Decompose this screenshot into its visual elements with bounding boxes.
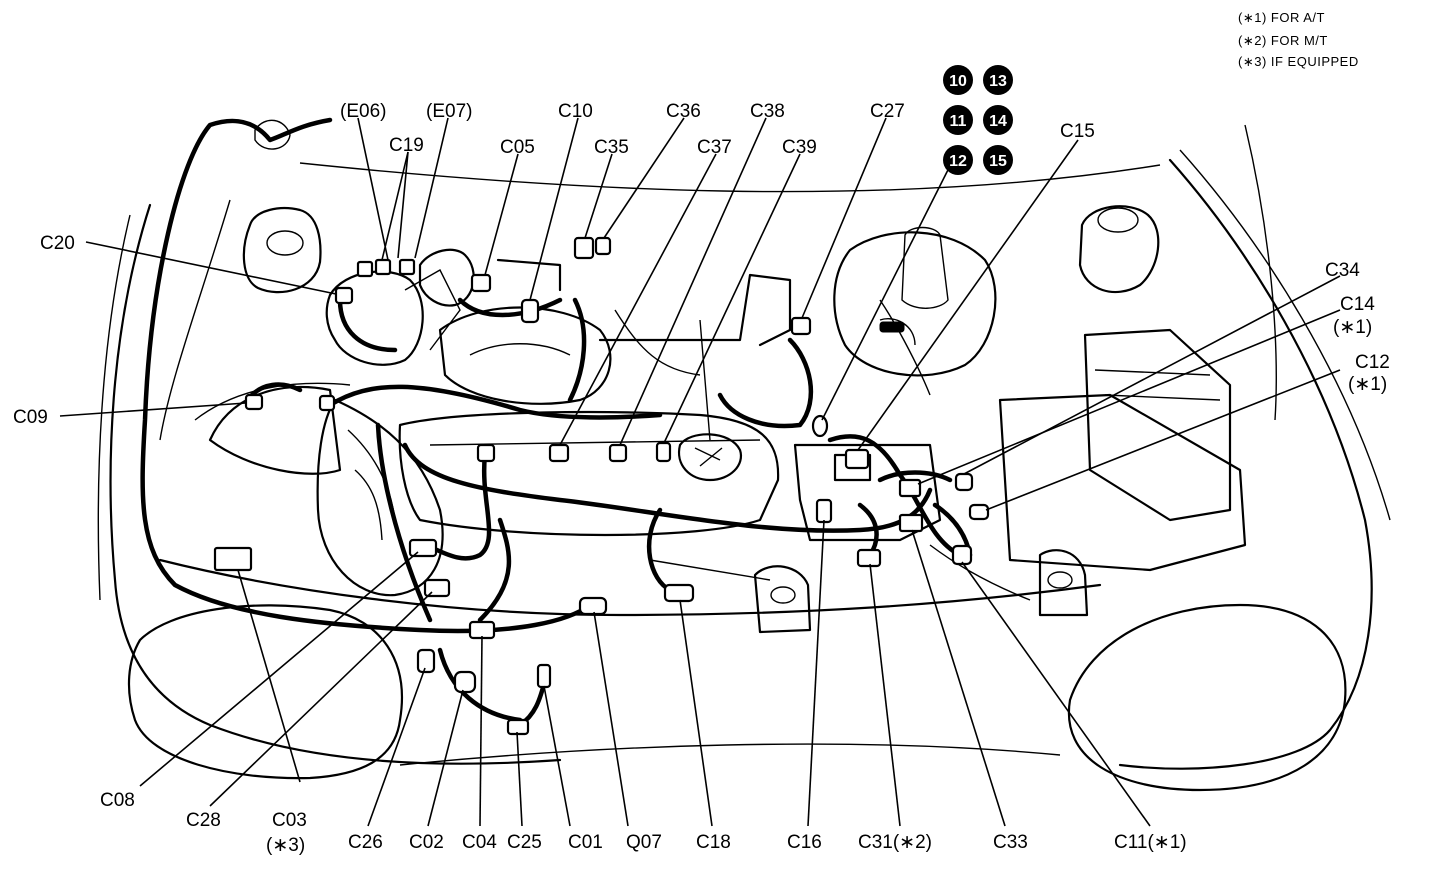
label-c01: C01 <box>568 832 603 853</box>
label-c38: C38 <box>750 101 785 122</box>
label-c04: C04 <box>462 832 497 853</box>
connector-c33 <box>898 513 924 533</box>
label-c12: C12 <box>1355 352 1390 373</box>
label-e07: (E07) <box>426 101 472 122</box>
label-c28: C28 <box>186 810 221 831</box>
label-c09: C09 <box>13 407 48 428</box>
connector-c08 <box>408 538 438 558</box>
label-c31: C31(∗2) <box>858 832 932 853</box>
connector-c36 <box>594 236 612 256</box>
connector-c14 <box>898 478 922 498</box>
note-if-equipped: (∗3) IF EQUIPPED <box>1238 54 1359 69</box>
connector-c20 <box>334 286 354 305</box>
connector-c19 <box>374 258 392 276</box>
connectors <box>213 236 990 736</box>
connector-c10b <box>476 443 496 463</box>
badge-group: 10 13 11 14 12 15 <box>943 65 1013 175</box>
badge-10-label: 10 <box>949 73 967 90</box>
wiring-harness <box>140 117 973 728</box>
label-c37: C37 <box>697 137 732 158</box>
label-c19: C19 <box>389 135 424 156</box>
connector-c15 <box>844 448 870 470</box>
badge-15-label: 15 <box>989 153 1007 170</box>
label-c11: C11(∗1) <box>1114 832 1187 853</box>
connector-c26 <box>416 648 436 674</box>
connector-c09 <box>244 393 264 411</box>
connector-c11 <box>951 544 973 566</box>
connector-c01 <box>536 663 552 689</box>
connector-c34 <box>954 472 974 492</box>
label-c12-note: (∗1) <box>1348 374 1387 395</box>
label-c10: C10 <box>558 101 593 122</box>
label-c34: C34 <box>1325 260 1360 281</box>
connector-c16 <box>815 498 833 524</box>
connector-c28 <box>423 578 451 598</box>
connector-q07 <box>578 596 608 616</box>
badge-11 <box>943 105 973 135</box>
connector-c10 <box>520 298 540 324</box>
badge-13-label: 13 <box>989 73 1007 90</box>
label-c05: C05 <box>500 137 535 158</box>
label-c14-note: (∗1) <box>1333 317 1372 338</box>
connector-c15b <box>879 321 905 333</box>
connector-c02 <box>453 670 477 694</box>
label-c16: C16 <box>787 832 822 853</box>
badge-14-label: 14 <box>989 113 1007 130</box>
label-c27: C27 <box>870 101 905 122</box>
label-c33: C33 <box>993 832 1028 853</box>
connector-c37 <box>548 443 570 463</box>
label-c36: C36 <box>666 101 701 122</box>
badge-13 <box>983 65 1013 95</box>
connector-c04 <box>468 620 496 640</box>
connector-e07 <box>398 258 416 276</box>
label-c20: C20 <box>40 233 75 254</box>
label-c08: C08 <box>100 790 135 811</box>
badge-12 <box>943 145 973 175</box>
compartment-outline <box>97 124 1391 792</box>
label-c18: C18 <box>696 832 731 853</box>
label-c35: C35 <box>594 137 629 158</box>
label-e06: (E06) <box>340 101 386 122</box>
connector-c27 <box>790 316 812 336</box>
engine-block <box>194 205 1247 634</box>
badge-15 <box>983 145 1013 175</box>
connector-c38 <box>608 443 628 463</box>
label-c15: C15 <box>1060 121 1095 142</box>
connector-c39 <box>655 441 672 463</box>
connector-c25 <box>506 718 530 736</box>
connector-labels: (E06) (E07) C19 C10 C05 C35 C36 C38 C37 … <box>13 101 1390 856</box>
connector-e06 <box>356 260 374 278</box>
label-c14: C14 <box>1340 294 1375 315</box>
label-c26: C26 <box>348 832 383 853</box>
badge-10 <box>943 65 973 95</box>
badge-12-label: 12 <box>949 153 967 170</box>
label-c03-note: (∗3) <box>266 835 305 856</box>
note-at: (∗1) FOR A/T <box>1238 10 1325 25</box>
note-mt: (∗2) FOR M/T <box>1238 33 1328 48</box>
label-c39: C39 <box>782 137 817 158</box>
ground-terminal <box>811 414 829 438</box>
legend-notes: (∗1) FOR A/T (∗2) FOR M/T (∗3) IF EQUIPP… <box>1238 10 1359 69</box>
leader-lines <box>59 117 1341 827</box>
label-c02: C02 <box>409 832 444 853</box>
connector-c31 <box>856 548 882 568</box>
connector-c12 <box>968 503 990 521</box>
connector-c05 <box>470 273 492 293</box>
connector-c18 <box>663 583 695 603</box>
label-c25: C25 <box>507 832 542 853</box>
badge-11-label: 11 <box>950 113 967 130</box>
connector-c35 <box>573 236 595 260</box>
connector-c03 <box>213 546 253 572</box>
label-q07: Q07 <box>626 832 662 853</box>
badge-14 <box>983 105 1013 135</box>
connector-c09b <box>318 394 336 412</box>
label-c03: C03 <box>272 810 307 831</box>
